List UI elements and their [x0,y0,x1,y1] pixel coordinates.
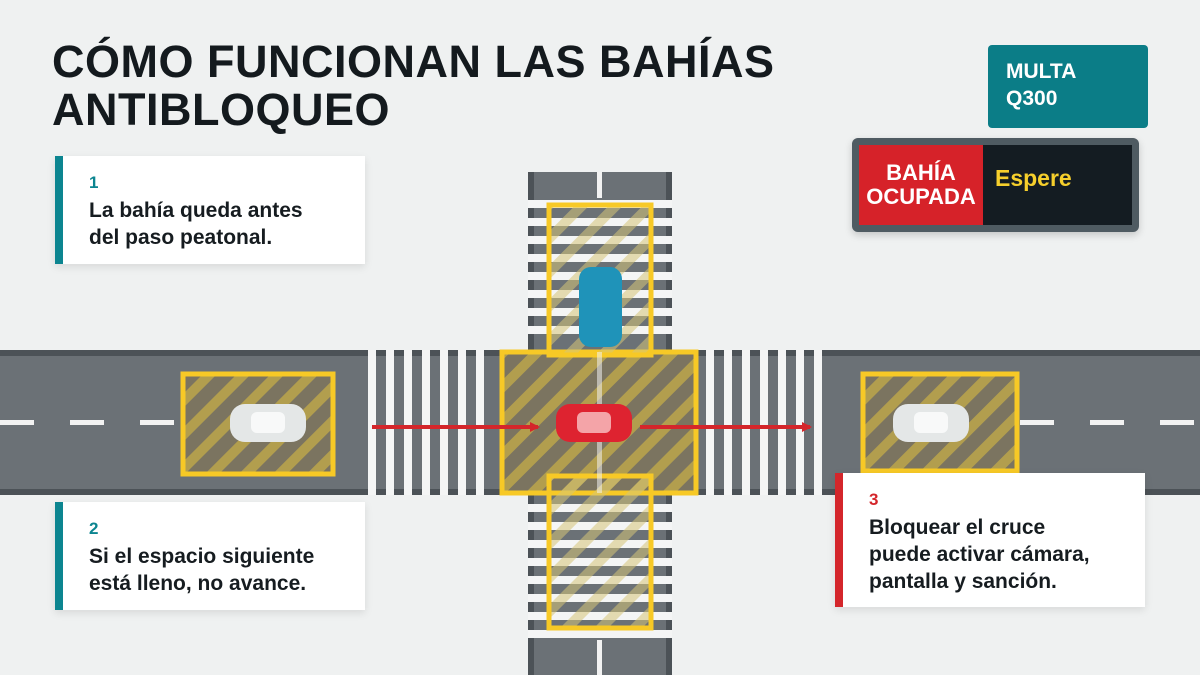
note-2-number: 2 [89,519,99,538]
fine-badge: MULTA Q300 [988,45,1148,128]
sign-message-text: Espere [995,164,1072,191]
title-line-1: CÓMO FUNCIONAN LAS BAHÍAS [52,36,775,87]
fine-label: MULTA [1006,60,1077,83]
note-2: 2 Si el espacio siguiente está lleno, no… [55,502,365,610]
fine-amount: Q300 [1006,87,1058,110]
lane-divider-vertical [597,172,602,675]
car-white-east [893,404,969,442]
car-white-west [230,404,306,442]
car-red [556,404,632,442]
bay-status-sign: BAHÍA OCUPADA Espere [852,138,1139,232]
bay-status-indicator: BAHÍA OCUPADA [859,145,983,225]
lane-divider-right [1020,420,1194,425]
bay-status-line-2: OCUPADA [866,184,976,209]
note-3-text: Bloquear el cruce puede activar cámara, … [869,516,1090,593]
crosswalk-west [368,350,484,495]
note-2-text: Si el espacio siguiente está lleno, no a… [89,545,315,595]
note-1: 1 La bahía queda antes del paso peatonal… [55,156,365,264]
sign-message: Espere [983,145,1132,225]
bay-status-line-1: BAHÍA [886,160,956,185]
crosswalk-east [706,350,822,495]
car-blue [579,267,622,347]
note-3: 3 Bloquear el cruce puede activar cámara… [835,473,1145,607]
note-3-number: 3 [869,490,879,509]
bay-south [546,473,654,631]
note-1-number: 1 [89,173,99,192]
page-title: CÓMO FUNCIONAN LAS BAHÍAS ANTIBLOQUEO [52,38,872,134]
title-line-2: ANTIBLOQUEO [52,84,390,135]
note-1-text: La bahía queda antes del paso peatonal. [89,199,303,249]
